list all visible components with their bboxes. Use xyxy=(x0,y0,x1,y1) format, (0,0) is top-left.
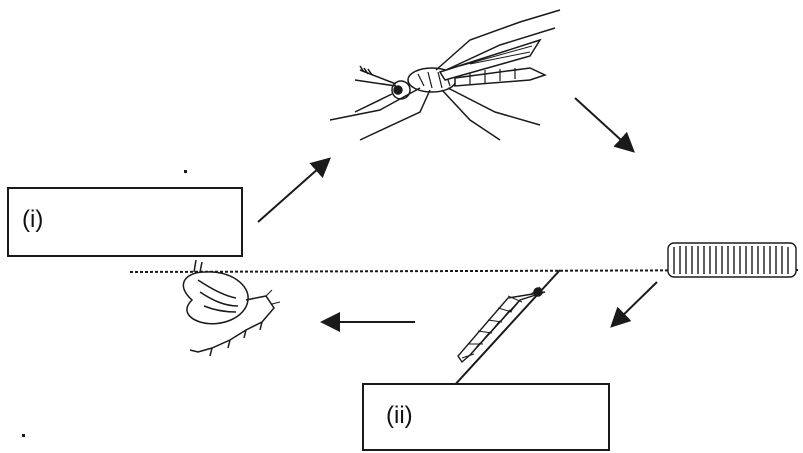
label-ii-text: (ii) xyxy=(386,402,413,430)
arrow-eggs-to-larva xyxy=(613,282,657,325)
speck-dot xyxy=(22,434,25,437)
label-i-text: (i) xyxy=(22,206,43,234)
adult-mosquito-illustration xyxy=(330,10,560,140)
speck-dot xyxy=(184,170,187,173)
pupa-illustration xyxy=(183,260,280,356)
arrow-adult-to-eggs xyxy=(575,98,632,150)
arrow-pupa-to-adult xyxy=(258,160,328,222)
larva-illustration xyxy=(452,270,560,388)
egg-raft-illustration xyxy=(668,243,796,277)
